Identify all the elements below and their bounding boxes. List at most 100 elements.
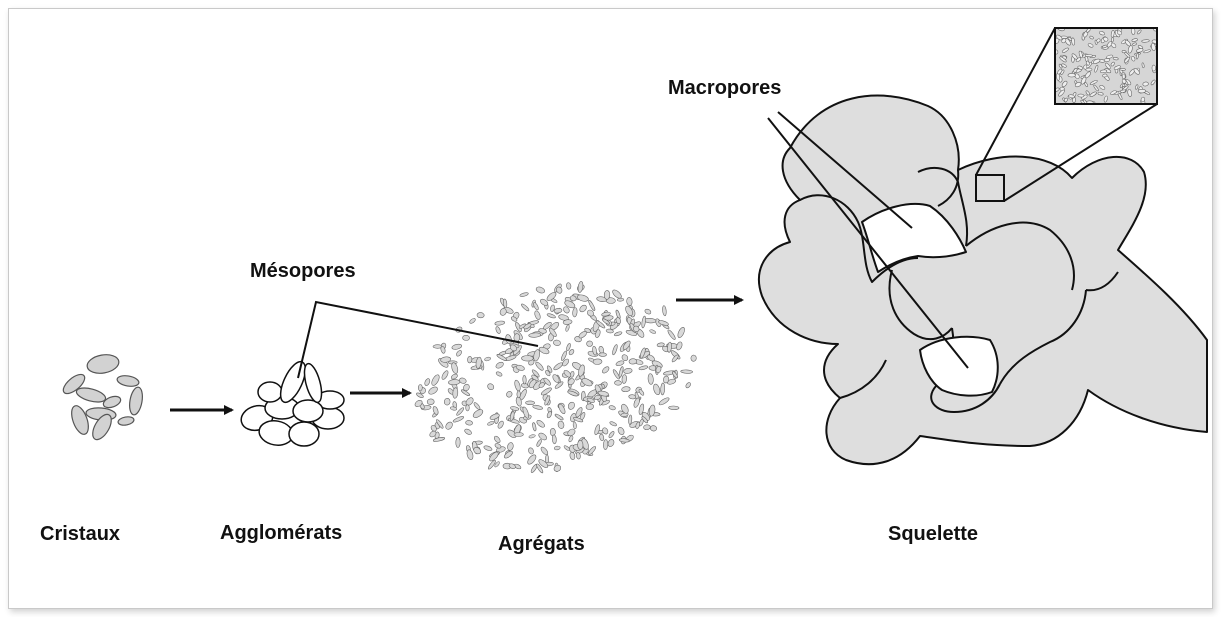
aggregate-crystal [432, 406, 439, 416]
aggregate-crystal [676, 326, 685, 338]
aggregate-crystal [450, 373, 458, 380]
aggregate-crystal [444, 421, 454, 431]
aggregate-crystal [569, 452, 575, 460]
aggregate-crystal [608, 405, 616, 411]
aggregate-crystal [505, 390, 513, 398]
aggregate-crystal [517, 391, 521, 398]
aggregate-crystal [599, 434, 604, 442]
aggregate-crystal [532, 404, 543, 410]
aggregate-crystal [534, 310, 542, 320]
aggregate-crystal [526, 453, 537, 465]
aggregate-crystal [484, 357, 491, 362]
aggregate-crystal [614, 380, 621, 385]
aggregate-crystal [533, 349, 541, 362]
aggregate-crystal [685, 382, 692, 389]
aggregate-crystal [536, 419, 546, 429]
aggregate-crystal [587, 341, 593, 347]
label-agregats: Agrégats [498, 533, 585, 555]
aggregate-crystal [617, 426, 626, 435]
aggregate-crystal [441, 370, 450, 381]
label-squelette: Squelette [888, 523, 978, 545]
aggregate-crystal [621, 386, 630, 392]
aggregate-crystal [641, 316, 646, 328]
aggregate-crystal [507, 442, 514, 451]
aggregate-crystal [536, 439, 543, 447]
aggregate-crystal [662, 305, 667, 316]
inset-crystal [1152, 65, 1156, 71]
aggregate-crystal [557, 403, 566, 415]
aggregate-crystal [486, 382, 495, 391]
aggregate-crystal [534, 361, 544, 372]
aggregate-crystal [578, 330, 588, 339]
inset-crystal [1078, 94, 1084, 97]
aggregate-crystal [487, 421, 495, 426]
aggregate-crystal [472, 408, 484, 419]
aggregate-crystal [452, 415, 464, 423]
aggregate-crystal [510, 406, 519, 411]
aggregate-crystal [567, 401, 576, 410]
aggregate-crystal [466, 449, 474, 460]
aggregate-crystal [577, 281, 583, 293]
aggregate-crystal [448, 379, 460, 385]
aggregate-crystal [603, 439, 608, 449]
aggregate-crystal [607, 438, 615, 447]
aggregate-crystal [604, 290, 610, 299]
aggregate-crystal [525, 401, 534, 405]
aggregate-crystal [601, 427, 609, 435]
aggregate-crystal [494, 443, 502, 450]
aggregate-crystal [568, 435, 574, 442]
label-mesopores: Mésopores [250, 260, 356, 282]
aggregate-crystal [554, 413, 564, 421]
aggregate-crystal [578, 304, 587, 313]
aggregate-crystal [681, 370, 693, 374]
skeleton-blob [759, 96, 1207, 465]
aggregate-crystal [456, 407, 465, 417]
aggregate-crystal [535, 286, 545, 294]
label-cristaux: Cristaux [40, 523, 120, 545]
aggregate-crystal [547, 313, 557, 319]
aggregate-crystal [573, 422, 577, 429]
aggregate-crystal [451, 343, 462, 350]
aggregate-crystal [554, 446, 561, 451]
aggregate-crystal [546, 411, 552, 419]
aggregate-crystal [523, 375, 527, 384]
aggregate-crystal [588, 300, 596, 312]
aggregate-crystal [652, 383, 661, 395]
aggregate-crystal [514, 432, 523, 436]
aggregate-crystal [554, 308, 563, 314]
aggregate-crystal [495, 320, 505, 325]
aggregate-crystal [495, 326, 501, 334]
aggregate-crystal [540, 446, 549, 456]
aggregate-crystal [418, 384, 422, 391]
aggregate-crystal [537, 432, 547, 442]
aggregate-crystal [660, 383, 665, 395]
aggregate-crystal [427, 399, 434, 405]
aggregate-crystal [459, 377, 467, 384]
inset-crystal [1085, 54, 1093, 57]
aggregate-crystal [648, 373, 654, 384]
aggregate-crystal [495, 361, 505, 369]
aggregate-crystal [626, 297, 632, 306]
aggregate-crystal [667, 329, 677, 341]
aggregate-crystal [455, 349, 462, 357]
inset-crystal [1138, 89, 1146, 93]
aggregate-crystal [572, 307, 577, 317]
aggregate-crystal [643, 424, 650, 430]
aggregate-crystal [629, 358, 637, 364]
inset-crystal [1120, 68, 1126, 70]
inset-crystal [1068, 73, 1076, 77]
aggregate-crystal [473, 402, 481, 411]
aggregate-crystal [427, 385, 439, 395]
aggregate-crystal [522, 356, 534, 362]
aggregate-cloud [414, 281, 697, 474]
aggregate-crystal [520, 303, 529, 312]
aggregate-crystal [465, 420, 473, 425]
aggregate-crystal [614, 331, 623, 337]
aggregate-crystal [617, 298, 624, 301]
aggregate-crystal [609, 421, 617, 427]
aggregate-crystal [495, 371, 502, 377]
agglomerate-cluster [238, 358, 344, 448]
aggregate-crystal [464, 428, 473, 436]
aggregate-crystal [576, 294, 589, 303]
label-agglomerats: Agglomérats [220, 522, 342, 544]
